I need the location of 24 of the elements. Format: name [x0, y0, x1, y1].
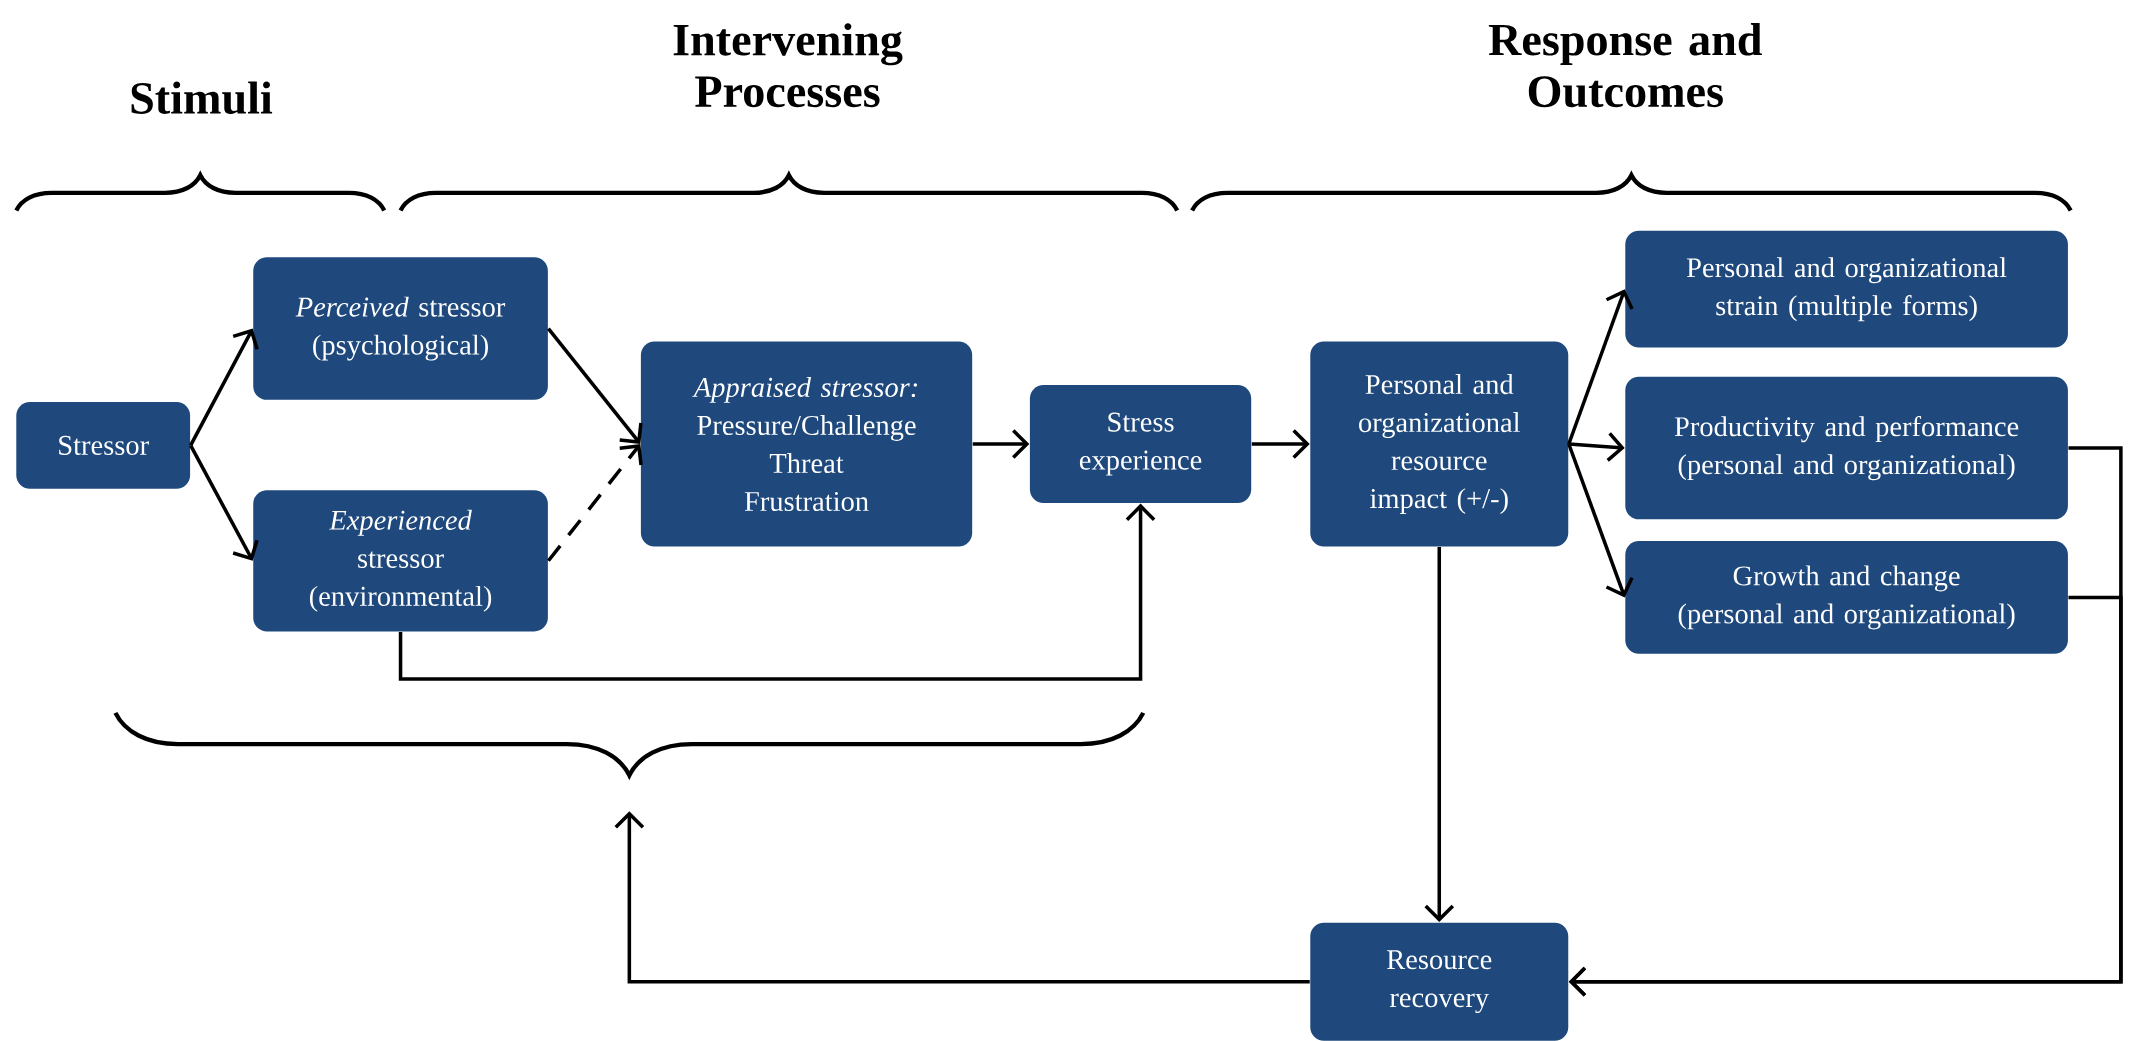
process-box: Perceived stressor (psychological) [253, 257, 548, 400]
process-box: Stressor [16, 401, 191, 489]
process-box: Stress experience [1029, 384, 1252, 503]
brace [113, 711, 1146, 778]
process-box: Productivity and performance (personal and organizational) [1625, 376, 2068, 520]
arrow [1567, 443, 1634, 598]
heading: Intervening Processes [673, 22, 903, 108]
arrow [189, 328, 259, 446]
arrow [614, 810, 1310, 984]
arrow [547, 327, 643, 444]
process-box: Resource recovery [1310, 922, 1569, 1041]
process-box: Growth and change (personal and organizational) [1625, 540, 2068, 654]
heading: Response and Outcomes [1488, 22, 1762, 108]
arrow [189, 444, 259, 561]
process-box: Personal and organizational resource impact (+/-) [1310, 341, 1569, 547]
arrow [1568, 595, 2123, 997]
heading: Stimuli [131, 81, 273, 114]
arrow [547, 443, 643, 562]
process-box: Personal and organizational strain (multiple forms) [1625, 230, 2068, 348]
arrow [1567, 289, 1634, 445]
process-box: Appraised stressor: Pressure/Challenge Threat Frustration [640, 341, 973, 547]
process-box: Experienced stressor (environmental) [253, 489, 548, 632]
arrow [1424, 546, 1455, 922]
arrow [398, 503, 1156, 681]
